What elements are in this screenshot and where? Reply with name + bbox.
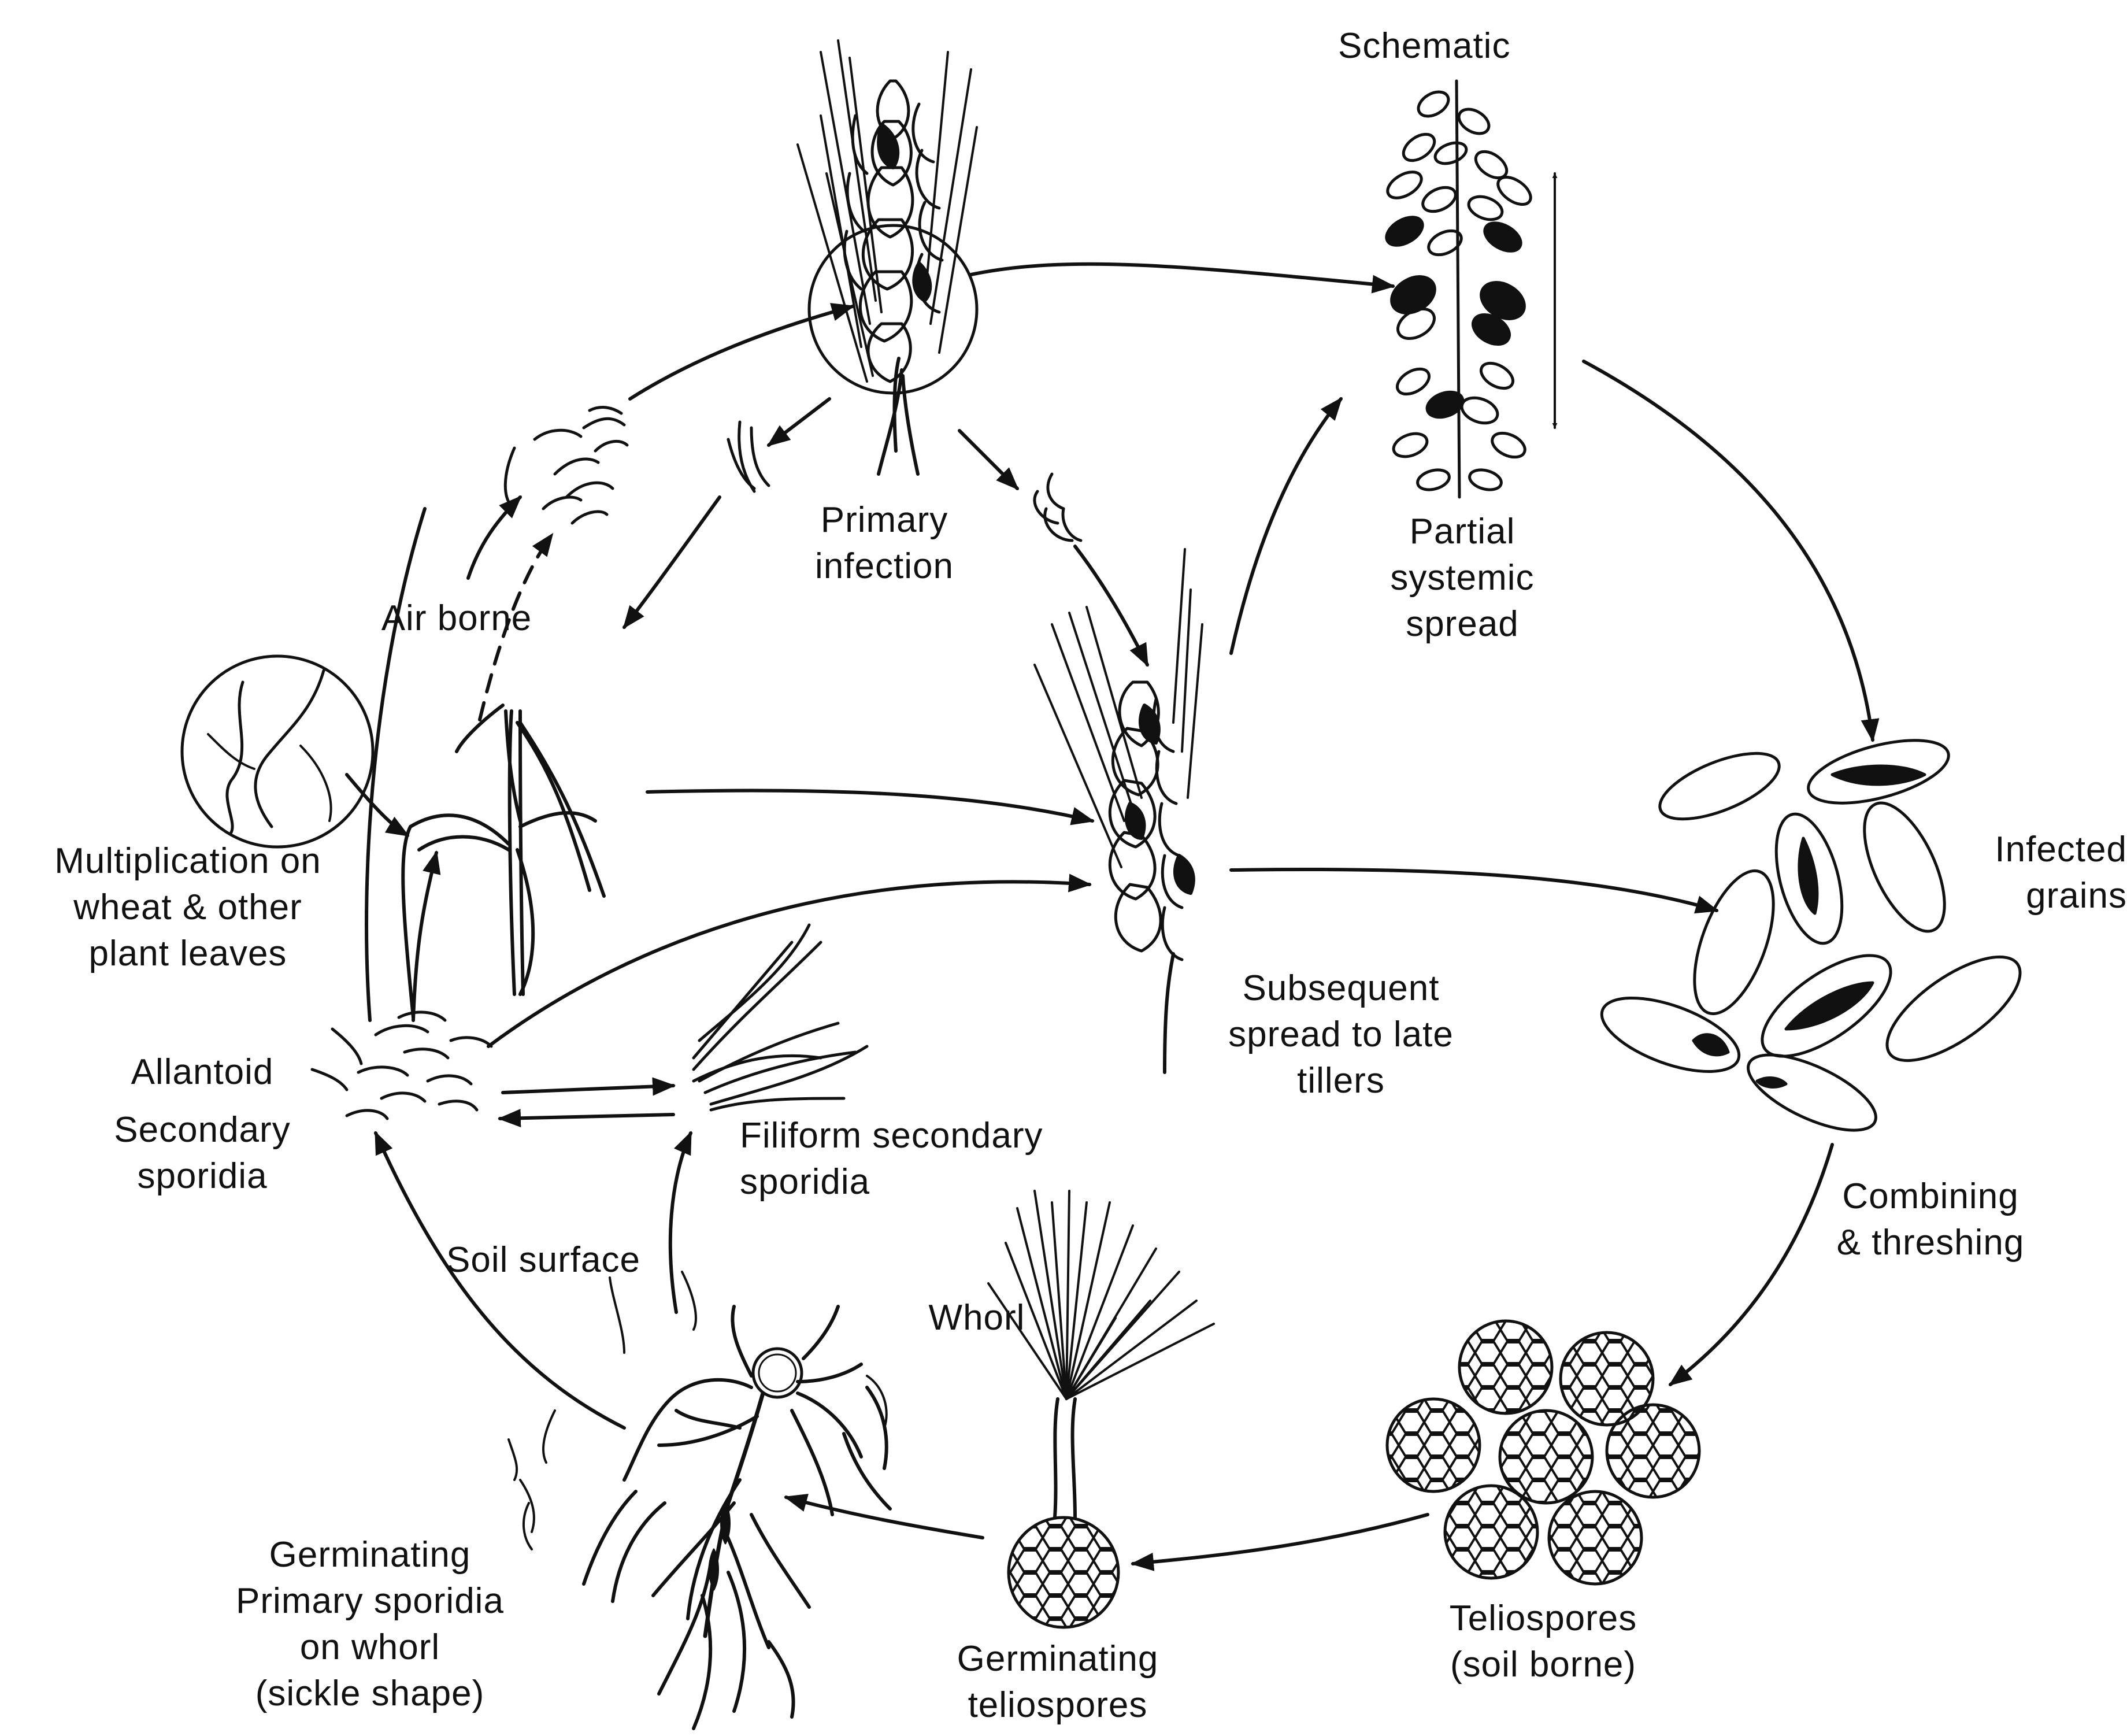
label-germ-primary-line-3: on whorl	[191, 1624, 549, 1671]
arrow-ear-to-right-spores	[959, 431, 1017, 488]
label-multiplication: Multiplication on wheat & other plant le…	[12, 838, 364, 977]
filiform-sporidia	[694, 925, 867, 1110]
arrow-grains-to-teliospores	[1670, 1145, 1832, 1385]
label-infected-grains: Infected grains	[1942, 827, 2127, 919]
label-secondary-line-2: sporidia	[98, 1153, 306, 1200]
label-allantoid-text: Allantoid	[131, 1052, 274, 1092]
label-subsequent-line-1: Subsequent	[1191, 965, 1491, 1012]
label-germ-primary-line-4: (sickle shape)	[191, 1671, 549, 1717]
label-schematic-text: Schematic	[1338, 26, 1510, 66]
sporidia-right-of-ear	[1035, 474, 1081, 541]
allantoid-sporidia	[312, 1012, 491, 1119]
arrow-allantoid-up-1	[413, 853, 436, 1020]
arrow-tillers-to-schematic	[1231, 399, 1341, 653]
label-infected-line-1: Infected	[1942, 827, 2127, 873]
label-filiform-line-1: Filiform secondary	[740, 1113, 1133, 1159]
label-secondary-sporidia: Secondary sporidia	[98, 1107, 306, 1200]
hyphae-magnifier	[182, 656, 373, 847]
label-combining-line-1: Combining	[1809, 1174, 2052, 1220]
label-subsequent-line-3: tillers	[1191, 1058, 1491, 1104]
label-primary-infection-line-1: Primary	[769, 497, 1000, 543]
label-multiplication-line-1: Multiplication on	[12, 838, 364, 884]
label-multiplication-line-2: wheat & other	[12, 884, 364, 931]
teliospores-cluster	[1387, 1321, 1699, 1584]
primary-infection-ear	[798, 40, 977, 474]
label-germinating-teliospores: Germinating teliospores	[913, 1636, 1202, 1728]
label-air-borne-text: Air borne	[381, 598, 532, 638]
label-schematic: Schematic	[1338, 23, 1500, 69]
label-partial-line-2: systemic	[1358, 555, 1566, 601]
label-whorl-text: Whorl	[929, 1298, 1025, 1338]
label-germ-telio-line-2: teliospores	[913, 1682, 1202, 1728]
label-germinating-primary: Germinating Primary sporidia on whorl (s…	[191, 1532, 549, 1717]
label-combining: Combining & threshing	[1809, 1174, 2052, 1266]
label-subsequent-line-2: spread to late	[1191, 1012, 1491, 1058]
arrow-allantoid-to-tiller	[488, 882, 1090, 1046]
label-primary-infection-line-2: infection	[769, 543, 1000, 590]
late-tiller-ear	[1035, 549, 1202, 1072]
infected-grains	[1592, 728, 2036, 1145]
label-partial-systemic-spread: Partial systemic spread	[1358, 509, 1566, 647]
label-telio-line-2: (soil borne)	[1399, 1642, 1688, 1688]
label-soil-surface-text: Soil surface	[446, 1240, 640, 1280]
sporidia-left-of-ear	[728, 422, 769, 491]
arrow-schematic-to-grains	[1584, 361, 1873, 740]
schematic-panel	[1382, 81, 1555, 497]
label-germ-telio-line-1: Germinating	[913, 1636, 1202, 1682]
arrow-ear-to-left-spores	[769, 399, 829, 445]
label-primary-infection: Primary infection	[769, 497, 1000, 590]
label-infected-line-2: grains	[1942, 873, 2127, 919]
label-teliospores: Teliospores (soil borne)	[1399, 1596, 1688, 1688]
arrow-leaves-to-tiller	[647, 790, 1092, 821]
germinating-primary-sporidia	[509, 1272, 890, 1728]
label-soil-surface: Soil surface	[428, 1237, 659, 1283]
arrow-filiform-to-allantoid	[500, 1115, 673, 1119]
label-air-borne: Air borne	[353, 595, 561, 642]
arrow-spores-to-airborne	[624, 497, 720, 627]
label-whorl: Whorl	[907, 1295, 1046, 1341]
label-telio-line-1: Teliospores	[1399, 1596, 1688, 1642]
label-multiplication-line-3: plant leaves	[12, 931, 364, 977]
arrow-airborne-to-ear	[630, 306, 853, 399]
label-combining-line-2: & threshing	[1809, 1220, 2052, 1266]
arrow-left-up	[366, 509, 425, 1020]
label-partial-line-1: Partial	[1358, 509, 1566, 555]
label-subsequent-spread: Subsequent spread to late tillers	[1191, 965, 1491, 1104]
label-filiform-line-2: sporidia	[740, 1159, 1133, 1205]
arrow-airborne-up	[468, 497, 520, 578]
label-germ-primary-line-1: Germinating	[191, 1532, 549, 1578]
sporidia-airborne-cluster	[505, 408, 627, 523]
arrow-ear-to-schematic	[971, 264, 1393, 286]
label-partial-line-3: spread	[1358, 601, 1566, 647]
arrow-allantoid-to-filiform	[503, 1086, 673, 1093]
arrow-tiller-to-grains	[1231, 869, 1717, 910]
germinating-teliospore	[988, 1191, 1214, 1627]
arrow-teliospores-to-germinating	[1133, 1515, 1428, 1564]
label-filiform: Filiform secondary sporidia	[740, 1113, 1133, 1205]
arrow-spores-to-tiller	[1075, 546, 1147, 665]
label-secondary-line-1: Secondary	[98, 1107, 306, 1153]
label-germ-primary-line-2: Primary sporidia	[191, 1578, 549, 1624]
label-allantoid: Allantoid	[98, 1049, 306, 1095]
